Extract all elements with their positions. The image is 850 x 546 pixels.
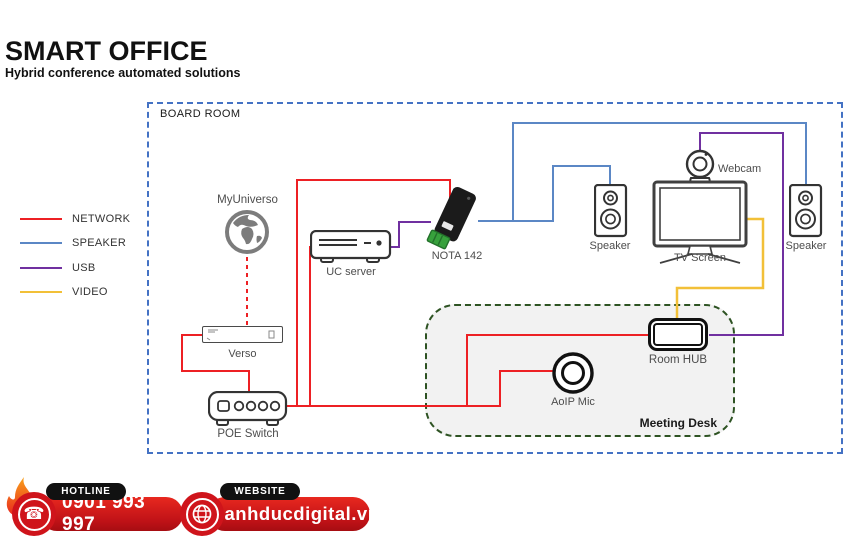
speaker-line-swatch: [20, 242, 62, 244]
verso-faceplate-icon: [206, 329, 275, 341]
legend-item-speaker: SPEAKER: [20, 237, 126, 249]
wire-network-poe-to-roomhub: [287, 334, 650, 407]
website-url: anhducdigital.vn: [224, 503, 380, 524]
network-line-swatch: [20, 218, 62, 220]
website-url-pill[interactable]: anhducdigital.vn: [208, 497, 379, 531]
my-universo-label: MyUniverso: [217, 194, 278, 206]
uc-server-label: UC server: [326, 266, 376, 278]
page-title: SMART OFFICE: [5, 36, 208, 66]
speaker-right-label: Speaker: [785, 240, 827, 252]
wire-video-tv-to-roomhub: [675, 217, 765, 318]
hotline-tag-pill: HOTLINE: [46, 483, 126, 500]
my-universo-cloud: [224, 209, 270, 260]
aoip-mic-label: AoIP Mic: [551, 396, 595, 408]
board-room-label: BOARD ROOM: [160, 108, 241, 120]
legend-label: USB: [72, 262, 96, 274]
hotline-circle: ☎: [12, 492, 56, 536]
speaker-left-device: [593, 183, 628, 243]
wire-network-poe-to-mic: [467, 370, 554, 407]
speaker-icon: [593, 183, 628, 238]
verso-label: Verso: [228, 348, 257, 360]
legend-label: SPEAKER: [72, 237, 127, 249]
wire-usb-webcam-to-roomhub: [699, 132, 784, 336]
hotline-tag: HOTLINE: [61, 486, 111, 497]
website-tag-pill: WEBSITE: [220, 483, 300, 500]
poe-switch-device: [207, 390, 288, 434]
page-subtitle: Hybrid conference automated solutions: [5, 66, 241, 80]
wire-usb-ucserver-to-nota: [391, 221, 431, 248]
nota-142-device: [422, 186, 486, 255]
poe-switch-label: POE Switch: [217, 428, 279, 440]
legend-item-video: VIDEO: [20, 286, 108, 298]
speaker-right-device: [788, 183, 823, 243]
hotline-badge[interactable]: 0901 993 997 HOTLINE ☎: [4, 474, 184, 536]
room-hub-device: [648, 318, 708, 351]
hotline-number-pill[interactable]: 0901 993 997: [40, 492, 183, 535]
nota-142-icon: [426, 186, 476, 250]
room-hub-label: Room HUB: [648, 354, 708, 366]
globe-icon: [225, 210, 269, 254]
legend-item-network: NETWORK: [20, 213, 130, 225]
uc-server-device: [309, 229, 392, 271]
website-circle: [180, 492, 224, 536]
board-room-frame: [147, 102, 843, 454]
tv-screen-icon: [652, 180, 748, 264]
website-globe-icon: [185, 497, 219, 531]
legend-label: VIDEO: [72, 286, 108, 298]
speaker-left-label: Speaker: [589, 240, 631, 252]
meeting-desk-label: Meeting Desk: [639, 416, 717, 430]
speaker-icon: [788, 183, 823, 238]
nota-142-label: NOTA 142: [431, 250, 483, 262]
aoip-mic-device: [551, 351, 595, 400]
video-line-swatch: [20, 291, 62, 293]
legend-item-usb: USB: [20, 262, 96, 274]
aoip-mic-icon: [552, 352, 594, 394]
phone-icon: ☎: [17, 497, 51, 531]
wire-network-poe-to-nota: [296, 179, 451, 406]
legend-label: NETWORK: [72, 213, 131, 225]
room-hub-screen: [653, 323, 703, 346]
poe-switch-icon: [207, 390, 288, 426]
webcam-label: Webcam: [718, 163, 762, 175]
tv-screen-device: [652, 180, 748, 271]
tv-screen-label: TV Screen: [674, 252, 726, 264]
uc-server-icon: [309, 229, 392, 263]
website-tag: WEBSITE: [234, 486, 286, 497]
wire-speaker-nota-to-right: [512, 122, 807, 221]
verso-device: [202, 326, 283, 343]
website-badge[interactable]: anhducdigital.vn WEBSITE: [176, 474, 379, 536]
wire-network-verso-to-poe: [181, 334, 250, 393]
usb-line-swatch: [20, 267, 62, 269]
wire-speaker-nota-to-left: [478, 165, 611, 222]
